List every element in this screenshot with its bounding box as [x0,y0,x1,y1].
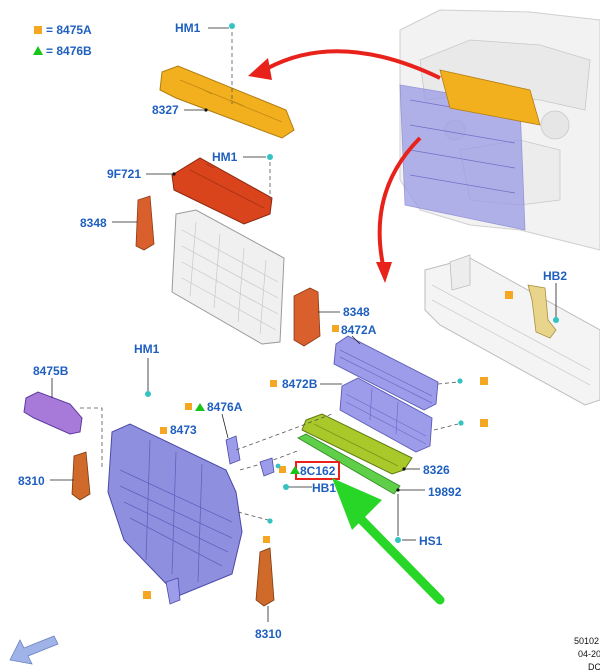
label-8472b: 8472B [282,377,318,391]
hm1-low-fastener-icon [145,391,151,397]
8476a-triangle-icon [195,403,205,411]
part-8348-left-bracket [135,195,155,251]
label-8475b: 8475B [33,364,69,378]
hs1-fastener-icon [395,537,401,543]
red-arrow-lower [376,136,422,283]
label-hm1-top: HM1 [175,21,201,35]
label-hb1: HB1 [312,481,336,495]
hm1-top-fastener-icon [229,23,235,29]
vehicle-front-end-illustration [399,9,600,251]
label-8348-left: 8348 [80,216,107,230]
label-hs1: HS1 [419,534,443,548]
label-hm1-low: HM1 [134,342,160,356]
label-8473: 8473 [170,423,197,437]
bumper-reinforcement [424,254,600,406]
shutter-upper-square-icon [480,377,488,385]
legend-square-label: = 8475A [46,23,92,37]
label-8c162: 8C162 [300,464,336,478]
part-8472b-shutter [339,377,433,453]
label-19892: 19892 [428,485,462,499]
shutter-lower-square-icon [480,419,488,427]
part-8475b-air-guide [23,391,83,435]
reference-line-3: DC [588,662,600,672]
legend-triangle-label: = 8476B [46,44,92,58]
frame-right-square-icon [263,536,270,543]
hb1-fastener-icon [283,484,289,490]
label-8327: 8327 [152,103,179,117]
8472b-square-icon [270,380,277,387]
label-hm1-mid: HM1 [212,150,238,164]
8472a-square-icon [332,325,339,332]
8c162-triangle-icon [290,466,300,474]
part-8348-right-bracket [293,287,321,347]
hb2-fastener-icon [553,317,559,323]
reference-line-1: 50102 [574,636,599,646]
part-8310-bottom-bracket [255,547,275,607]
label-8326: 8326 [423,463,450,477]
center-clip [259,457,275,477]
label-8472a: 8472A [341,323,377,337]
label-8476a: 8476A [207,400,243,414]
part-8473-frame [107,423,243,597]
green-arrow [332,478,445,605]
shutter-lower-fastener-icon [458,420,464,426]
part-19892-strip [297,433,401,495]
part-8327-shield [159,65,295,139]
8473-square-icon [160,427,167,434]
shutter-upper-fastener-icon [457,378,463,384]
reference-line-2: 04-20 [578,649,600,659]
part-9f721-deflector [171,157,273,225]
hb2-bracket [527,284,557,339]
legend-square-icon [34,26,42,34]
legend-triangle-icon [33,46,43,55]
orientation-arrow-icon [9,635,59,665]
red-arrow-upper [248,49,441,80]
8c162-square-icon [279,466,286,473]
hb2-square-icon [505,291,513,299]
lower-clip [165,577,181,605]
part-8310-left-bracket [71,451,91,501]
part-8472a-shutter [333,335,439,411]
label-9f721: 9F721 [107,167,141,181]
hm1-mid-fastener-icon [267,154,273,160]
label-8348-right: 8348 [343,305,370,319]
lower-clip-square-icon [143,591,151,599]
8476a-square-icon [185,403,192,410]
legend: = 8475A = 8476B [33,23,92,58]
label-8310-left: 8310 [18,474,45,488]
frame-right-fastener-icon [267,518,273,524]
radiator-core [171,209,285,345]
label-8310-bottom: 8310 [255,627,282,641]
center-clip-fastener-icon [275,463,281,469]
label-hb2: HB2 [543,269,567,283]
